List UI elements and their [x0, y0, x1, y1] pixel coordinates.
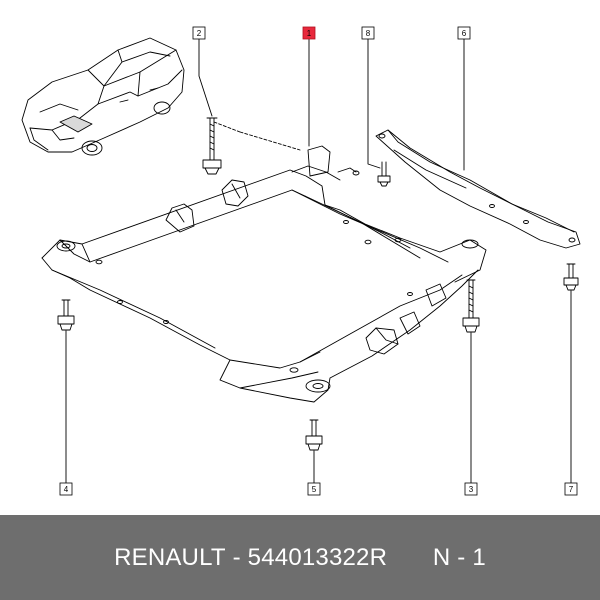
leader-lines	[65, 38, 572, 484]
bolt-2	[202, 117, 301, 175]
subframe-exploded-diagram: 1 2 8 6 4 5 3 7	[21, 26, 581, 496]
callout-3-label: 3	[469, 485, 474, 494]
part-number: 544013322R	[247, 543, 388, 571]
callout-7: 7	[564, 482, 578, 496]
car-thumbnail	[21, 37, 185, 156]
separator: -	[232, 543, 241, 571]
bolt-8	[377, 161, 391, 187]
callout-1-label: 1	[307, 29, 312, 38]
callout-5: 5	[307, 482, 321, 496]
subframe-crossmember	[41, 145, 487, 403]
brand-name: RENAULT	[114, 543, 226, 571]
bolt-7	[563, 263, 579, 291]
callout-2-label: 2	[197, 29, 202, 38]
callout-4-label: 4	[64, 485, 69, 494]
callout-4: 4	[59, 482, 73, 496]
callout-3: 3	[464, 482, 478, 496]
reinforcement-bar	[375, 129, 581, 249]
bolt-5	[305, 419, 323, 451]
callout-6: 6	[457, 26, 471, 40]
callout-2: 2	[192, 26, 206, 40]
bolt-4	[57, 299, 75, 331]
callout-8-label: 8	[366, 29, 371, 38]
callout-8: 8	[361, 26, 375, 40]
footer-caption: RENAULT - 544013322R N - 1	[114, 544, 486, 572]
callout-1: 1	[302, 26, 316, 40]
callout-6-label: 6	[462, 29, 467, 38]
callout-7-label: 7	[569, 485, 574, 494]
sheet-number: N - 1	[432, 543, 486, 571]
callout-5-label: 5	[312, 485, 317, 494]
footer-bar: RENAULT - 544013322R N - 1	[0, 515, 600, 600]
bolt-3	[462, 279, 480, 333]
